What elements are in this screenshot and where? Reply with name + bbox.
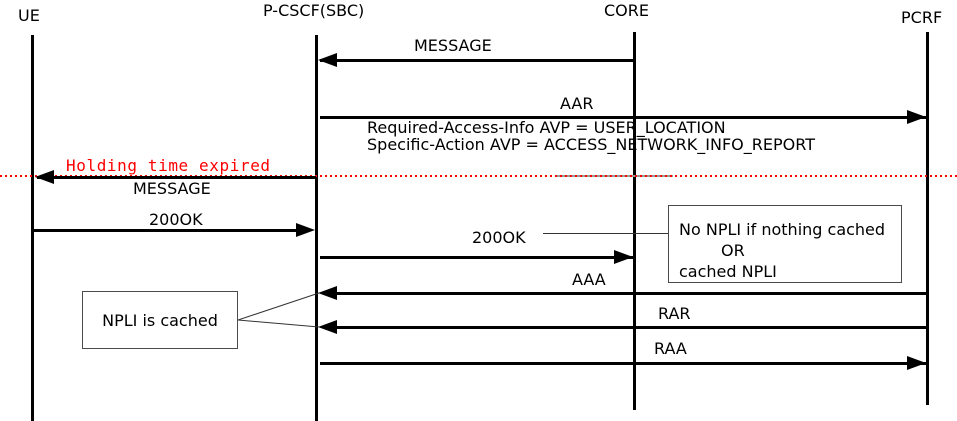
lifeline-core bbox=[633, 32, 636, 410]
arrowhead-right-icon bbox=[296, 223, 315, 237]
actor-label-pcrf: PCRF bbox=[901, 8, 943, 27]
timeout-label: Holding time expired bbox=[66, 156, 271, 175]
arrow-aar-pcscf-to-pcrf bbox=[320, 116, 926, 119]
message-label: RAR bbox=[658, 304, 691, 323]
message-label: AAA bbox=[572, 270, 606, 289]
message-label: MESSAGE bbox=[133, 179, 211, 198]
message-label: 200OK bbox=[149, 210, 203, 229]
lifeline-pcrf bbox=[926, 32, 929, 405]
lifeline-pcscf bbox=[315, 35, 318, 421]
note-connector-line bbox=[543, 233, 668, 234]
message-label: MESSAGE bbox=[414, 36, 492, 55]
arrowhead-right-icon bbox=[907, 356, 926, 370]
actor-label-ue: UE bbox=[18, 6, 40, 25]
arrowhead-left-icon bbox=[318, 53, 337, 67]
note-npli-cached: NPLI is cached bbox=[82, 291, 238, 349]
note-line: OR bbox=[721, 241, 745, 260]
message-label: 200OK bbox=[472, 228, 526, 247]
arrowhead-left-icon bbox=[35, 170, 54, 184]
note-connector-lines bbox=[238, 292, 320, 328]
arrow-raa-pcscf-to-pcrf bbox=[320, 362, 926, 365]
actor-label-pcscf: P-CSCF(SBC) bbox=[263, 1, 365, 20]
note-npli-options: No NPLI if nothing cached OR cached NPLI bbox=[668, 205, 902, 283]
arrow-aaa-pcrf-to-pcscf bbox=[337, 292, 926, 295]
lifeline-ue bbox=[31, 35, 34, 421]
message-label: RAA bbox=[654, 339, 687, 358]
aar-detail-line: Specific-Action AVP = ACCESS_NETWORK_INF… bbox=[367, 135, 815, 154]
arrow-200ok-pcscf-to-core bbox=[320, 256, 633, 259]
message-label: AAR bbox=[560, 94, 594, 113]
note-line: cached NPLI bbox=[679, 262, 777, 281]
actor-label-core: CORE bbox=[604, 1, 649, 20]
arrowhead-left-icon bbox=[318, 286, 337, 300]
arrowhead-right-icon bbox=[907, 110, 926, 124]
note-line: No NPLI if nothing cached bbox=[679, 220, 886, 239]
arrowhead-left-icon bbox=[318, 320, 337, 334]
arrow-message-pcscf-to-ue bbox=[37, 176, 316, 179]
aar-detail-line: Required-Access-Info AVP = USER_LOCATION bbox=[367, 118, 726, 137]
arrowhead-right-icon bbox=[614, 250, 633, 264]
timeout-dotted-line bbox=[0, 175, 957, 177]
arrow-message-core-to-pcscf bbox=[320, 59, 634, 62]
note-line: NPLI is cached bbox=[102, 310, 218, 330]
arrow-200ok-ue-to-pcscf bbox=[33, 229, 299, 232]
arrow-rar-pcrf-to-pcscf bbox=[337, 326, 926, 329]
